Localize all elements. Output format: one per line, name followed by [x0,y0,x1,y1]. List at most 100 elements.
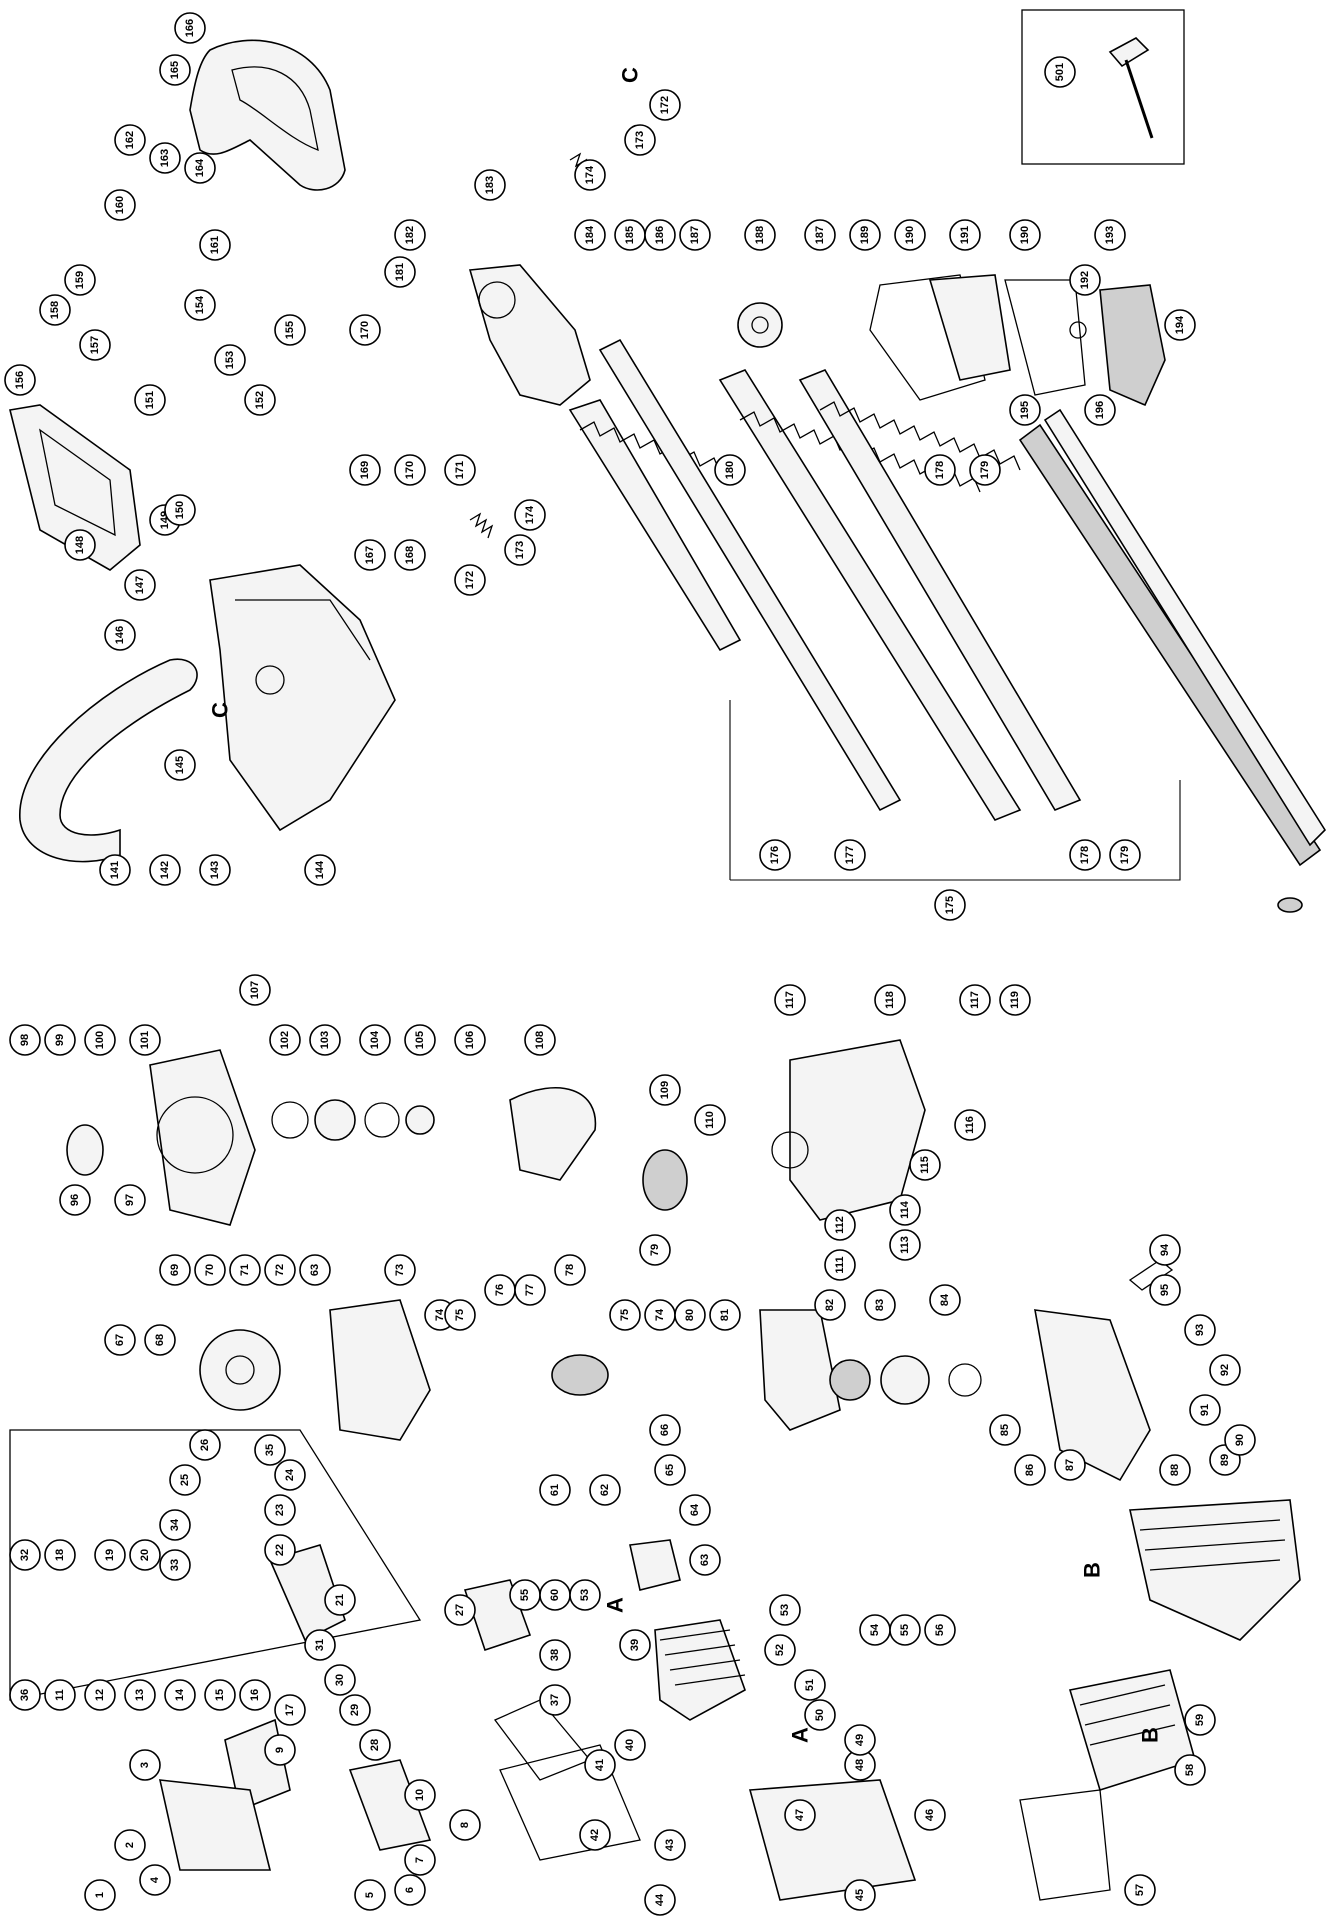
callout-number: 501 [1054,63,1066,81]
bottom-callout-55: 55 [889,1614,921,1646]
top-callout-153: 153 [214,344,246,376]
bottom-callout-56: 56 [924,1614,956,1646]
bottom-callout-41: 41 [584,1749,616,1781]
callout-number: 37 [549,1694,561,1706]
callout-circle [649,1074,681,1106]
crankcase-icon [329,1299,841,1441]
bottom-callout-104: 104 [359,1024,391,1056]
callout-number: 90 [1234,1434,1246,1446]
callout-circle [9,1539,41,1571]
callout-circle [79,329,111,361]
callout-number: 101 [139,1031,151,1049]
bottom-callout-67: 67 [104,1324,136,1356]
callout-circle [359,1729,391,1761]
reference-marker-C: C [618,67,643,83]
fuel-tank-icon [642,1039,926,1221]
callout-number: 8 [459,1822,471,1828]
top-callout-186: 186 [644,219,676,251]
callout-number: 38 [549,1649,561,1661]
top-callout-158: 158 [39,294,71,326]
callout-number: 106 [464,1031,476,1049]
bottom-callout-103: 103 [309,1024,341,1056]
top-callout-159: 159 [64,264,96,296]
callout-circle [844,1879,876,1911]
callout-circle [864,1289,896,1321]
top-callout-144: 144 [304,854,336,886]
callout-number: 46 [924,1809,936,1821]
spark-plug-wrench-icon [1108,37,1154,139]
callout-number: 170 [404,461,416,479]
callout-number: 146 [114,626,126,644]
heat-shield-icon [1019,1789,1111,1901]
top-callout-156: 156 [4,364,36,396]
callout-circle [159,1254,191,1286]
top-callout-163: 163 [149,142,181,174]
callout-circle [384,1254,416,1286]
bottom-callout-64: 64 [679,1494,711,1526]
callout-circle [99,854,131,886]
callout-circle [1224,1424,1256,1456]
callout-number: 119 [1009,991,1021,1009]
callout-number: 174 [524,505,536,524]
bottom-callout-47: 47 [784,1799,816,1831]
callout-circle [969,454,1001,486]
callout-number: 64 [689,1503,701,1516]
recoil-parts-icon [271,1099,435,1141]
bottom-callout-112: 112 [824,1209,856,1241]
bottom-callout-36: 36 [9,1679,41,1711]
callout-circle [444,1594,476,1626]
callout-number: 113 [899,1236,911,1254]
top-callout-180: 180 [714,454,746,486]
top-callout-181: 181 [384,256,416,288]
callout-number: 195 [1019,401,1031,419]
callout-number: 55 [519,1589,531,1601]
callout-circle [579,1819,611,1851]
bottom-callout-5: 5 [354,1879,386,1911]
bottom-callout-13: 13 [124,1679,156,1711]
callout-circle [4,364,36,396]
callout-number: 168 [404,546,416,564]
callout-number: 152 [254,391,266,409]
callout-circle [1109,839,1141,871]
callout-number: 97 [124,1194,136,1206]
callout-circle [649,1414,681,1446]
callout-number: 26 [199,1439,211,1451]
insulator-icon [348,1759,432,1851]
callout-circle [349,314,381,346]
bottom-callout-71: 71 [229,1254,261,1286]
callout-circle [104,189,136,221]
callout-number: 36 [19,1689,31,1701]
callout-number: 32 [19,1549,31,1561]
callout-number: 190 [904,226,916,244]
blade-guard-icon [1018,408,1326,913]
leader-175b [730,780,1181,881]
callout-circle [144,1324,176,1356]
callout-circle [909,1149,941,1181]
top-callout-188: 188 [744,219,776,251]
callout-circle [759,839,791,871]
end-cap-icon [1069,284,1166,407]
callout-number: 61 [549,1484,561,1496]
bottom-callout-78: 78 [554,1254,586,1286]
callout-number: 107 [249,981,261,999]
top-callout-164: 164 [184,152,216,184]
callout-circle [44,1539,76,1571]
callout-number: 31 [314,1639,326,1651]
gear-housing-icon [209,564,396,832]
callout-circle [244,384,276,416]
callout-number: 70 [204,1264,216,1276]
callout-number: 69 [169,1264,181,1276]
callout-number: 55 [899,1624,911,1636]
bottom-callout-7: 7 [404,1844,436,1876]
bottom-callout-12: 12 [84,1679,116,1711]
callout-number: 21 [334,1594,346,1606]
callout-circle [644,219,676,251]
top-callout-187: 187 [679,219,711,251]
callout-number: 19 [104,1549,116,1561]
bottom-callout-26: 26 [189,1429,221,1461]
bottom-callout-24: 24 [274,1459,306,1491]
callout-number: 185 [624,226,636,244]
callout-number: 23 [274,1504,286,1516]
callout-number: 17 [284,1704,296,1716]
